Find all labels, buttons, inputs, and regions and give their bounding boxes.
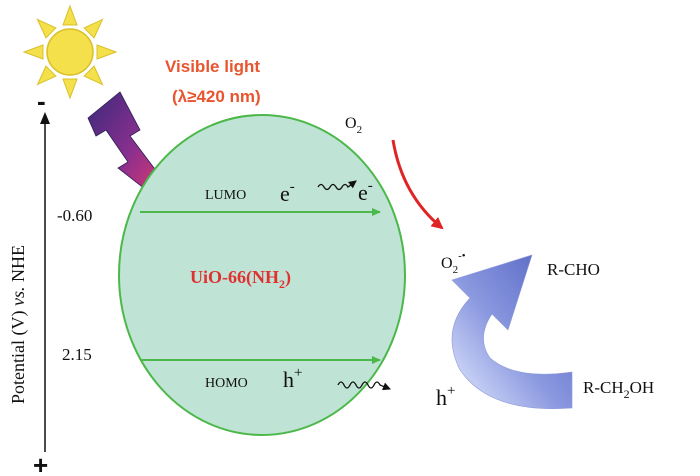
superoxide-label: O2-• [441, 250, 466, 276]
sun-ray [62, 4, 78, 26]
sun-ray [36, 18, 57, 39]
sun-ray [83, 18, 104, 39]
visible-light-label: Visible light [165, 57, 260, 76]
product-aldehyde: R-CHO [547, 260, 600, 279]
catalyst-sphere [118, 114, 406, 436]
oxygen-label: O2 [345, 115, 362, 136]
oxidation-cycle-arrow [451, 254, 573, 409]
axis-plus-sign: + [33, 450, 48, 476]
electron-transfer-arrow [317, 180, 357, 191]
tick-lumo-potential: -0.60 [57, 206, 92, 225]
axis-label: Potential (V) vs. NHE [8, 245, 29, 404]
sun-ray [62, 78, 78, 100]
transferred-hole: h+ [436, 383, 455, 410]
potential-axis-arrowhead [40, 112, 50, 124]
wavelength-label: (λ≥420 nm) [172, 87, 261, 106]
reactant-alcohol: R-CH2OH [583, 378, 654, 401]
homo-label: HOMO [205, 376, 248, 391]
sun-ray [36, 65, 57, 86]
catalyst-name: UiO-66(NH2) [190, 267, 291, 291]
hole-homo: h+ [283, 365, 302, 392]
transferred-electron: e- [358, 178, 373, 205]
electron-lumo: e- [280, 179, 295, 206]
sun-ray [22, 44, 44, 60]
hole-transfer-arrow [337, 381, 391, 391]
sun-ray [83, 65, 104, 86]
tick-homo-potential: 2.15 [62, 345, 92, 364]
axis-minus-sign: - [37, 86, 46, 116]
lumo-label: LUMO [205, 188, 246, 203]
sun-ray [96, 44, 118, 60]
sun-icon [22, 4, 118, 100]
oxygen-reduction-arrow [391, 139, 444, 230]
